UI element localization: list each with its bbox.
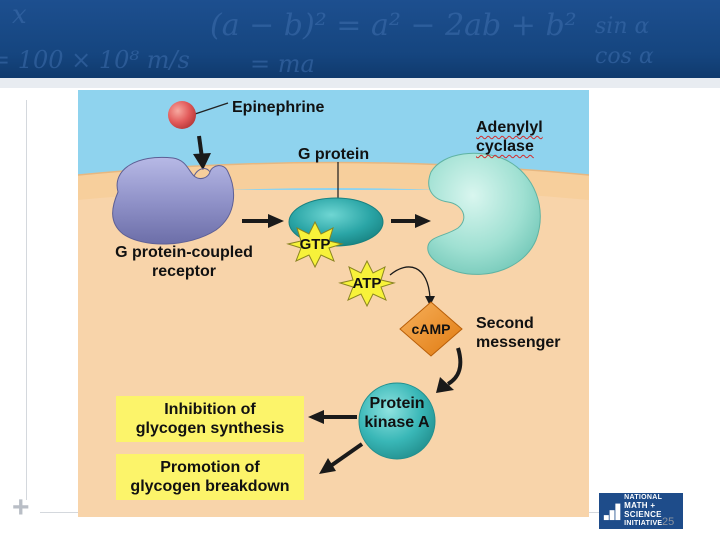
camp-label: cAMP — [411, 321, 451, 337]
binding-arrow-head — [193, 153, 211, 170]
receptor-label: G protein-coupled receptor — [115, 244, 253, 280]
banner-formula: cos α — [595, 44, 654, 69]
banner-formula: = 100 × 10⁸ m/s — [0, 46, 190, 74]
gtp-label: GTP — [299, 236, 331, 253]
logo-steps-icon — [603, 503, 621, 521]
activation-arrow-3 — [446, 347, 463, 386]
left-rule — [26, 100, 27, 500]
conversion-arrow — [389, 266, 431, 299]
protein-kinase-a — [358, 382, 436, 460]
diagram-art — [78, 90, 589, 517]
logo-text: NATIONAL MATH + SCIENCE INITIATIVE — [624, 494, 663, 527]
page-number: 25 — [662, 516, 675, 528]
header-stripe — [0, 78, 720, 88]
epinephrine-molecule — [168, 101, 196, 129]
ligand-leader — [194, 102, 229, 115]
pka-label: Protein kinase A — [364, 395, 430, 431]
banner-formula: = ma — [250, 50, 315, 78]
gtp-star — [286, 220, 344, 269]
banner-formula: (a − b)² = a² − 2ab + b² — [210, 8, 577, 43]
promotion-arrow — [330, 442, 364, 467]
epinephrine-label: Epinephrine — [232, 99, 325, 116]
nms-logo: NATIONAL MATH + SCIENCE INITIATIVE — [599, 493, 683, 529]
banner-formula: x — [12, 0, 27, 30]
atp-label: ATP — [352, 275, 382, 292]
camp-diamond — [399, 301, 463, 357]
g-protein-label: G protein — [298, 146, 370, 163]
adenylyl-cyclase — [427, 152, 541, 275]
adenylyl-cyclase-label: Adenylyl cyclase — [476, 119, 543, 155]
header-banner: (a − b)² = a² − 2ab + b² sin α cos α = 1… — [0, 0, 720, 78]
banner-formula: sin α — [595, 14, 650, 39]
atp-star — [338, 259, 396, 308]
signaling-diagram: Epinephrine G protein Adenylyl cyclase G… — [78, 90, 589, 517]
outcome-inhibition-box: Inhibition of glycogen synthesis — [116, 396, 304, 442]
plus-icon: + — [12, 491, 30, 524]
gpcr-receptor — [112, 156, 235, 245]
second-messenger-label: Second messenger — [476, 315, 561, 351]
outcome-promotion-box: Promotion of glycogen breakdown — [116, 454, 304, 500]
